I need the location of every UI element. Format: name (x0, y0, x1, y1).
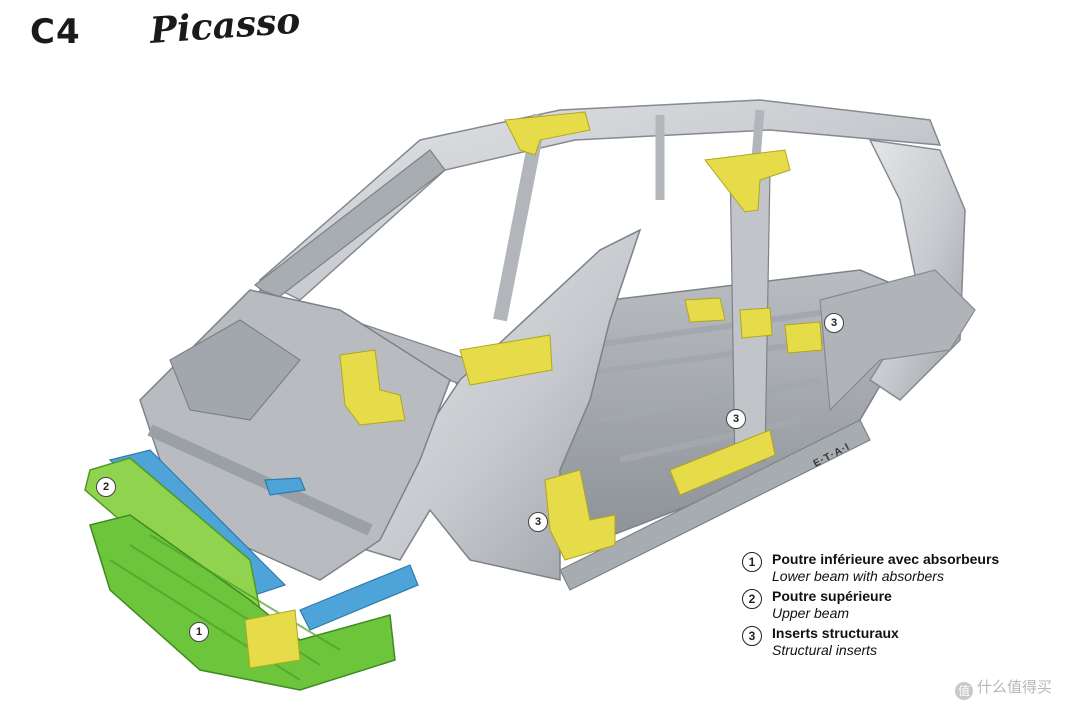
legend-label-en: Structural inserts (772, 642, 878, 658)
watermark-text: 什么值得买 (977, 679, 1053, 696)
rear-quarter (819, 269, 976, 412)
insert-sill-b (669, 429, 776, 496)
legend-number: 3 (742, 626, 762, 646)
insert-floor-1 (684, 297, 726, 323)
legend-label-en: Lower beam with absorbers (772, 568, 944, 584)
insert-strut (339, 349, 406, 426)
insert-roof-front (504, 111, 591, 156)
insert-floor-3 (784, 321, 823, 354)
callout-upper-beam: 2 (96, 477, 116, 497)
legend-label-fr: Inserts structuraux (772, 625, 899, 641)
legend-number: 2 (742, 589, 762, 609)
absorber-lower (299, 564, 419, 631)
legend-label-en: Upper beam (772, 605, 850, 621)
strut-tower (169, 319, 301, 421)
insert-sill-front (544, 469, 616, 561)
callout-insert-floor: 3 (824, 313, 844, 333)
engine-bay-rail (147, 424, 373, 536)
sill-panel (559, 419, 871, 591)
a-pillar (254, 149, 446, 301)
legend-item-structural-inserts: 3 Inserts structuraux Structural inserts (742, 625, 1062, 662)
legend: 1 Poutre inférieure avec absorbeurs Lowe… (742, 551, 1062, 662)
legend-item-lower-beam: 1 Poutre inférieure avec absorbeurs Lowe… (742, 551, 1062, 588)
watermark: 值什么值得买 (955, 676, 1052, 700)
lower-beam (89, 514, 396, 691)
insert-dash (459, 334, 553, 386)
callout-insert-sill: 3 (528, 512, 548, 532)
absorber-right (264, 477, 306, 496)
insert-roof-b (704, 149, 791, 213)
legend-label-fr: Poutre supérieure (772, 588, 892, 604)
floor-ribs (539, 307, 841, 463)
legend-item-upper-beam: 2 Poutre supérieure Upper beam (742, 588, 1062, 625)
legend-number: 1 (742, 552, 762, 572)
insert-floor-2 (739, 307, 773, 339)
callout-insert-pillar: 3 (726, 409, 746, 429)
c-pillar (868, 139, 966, 401)
logo-c4: C4 (30, 12, 81, 52)
insert-bumper (244, 609, 301, 669)
legend-label-fr: Poutre inférieure avec absorbeurs (772, 551, 1000, 567)
callout-lower-beam: 1 (189, 622, 209, 642)
watermark-logo-icon: 值 (955, 682, 973, 700)
